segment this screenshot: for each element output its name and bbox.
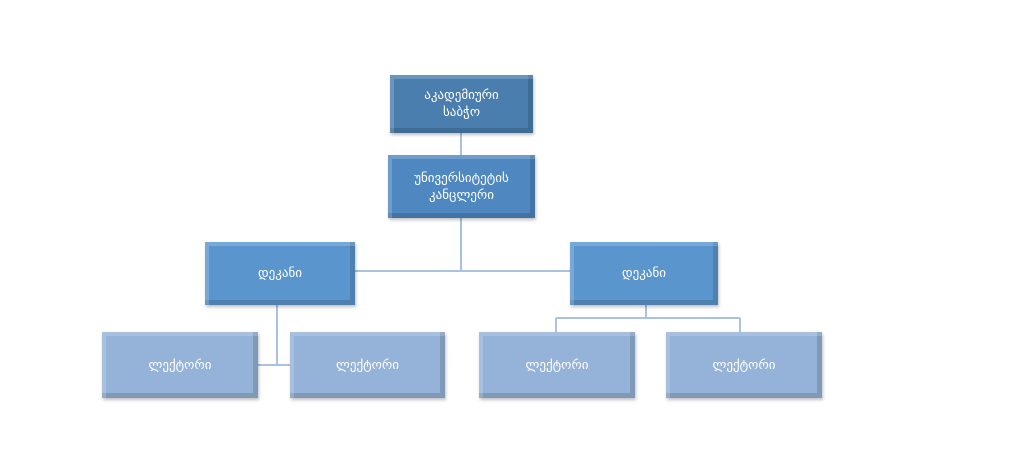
node-label: ლექტორი [525, 357, 589, 373]
node-label: უნივერსიტეტის [414, 170, 509, 186]
node-lecturer-1: ლექტორი [102, 332, 258, 398]
node-label: ლექტორი [148, 357, 212, 373]
node-label: დეკანი [258, 266, 302, 281]
node-lecturer-2: ლექტორი [290, 332, 445, 398]
node-lecturer-4: ლექტორი [666, 332, 822, 398]
node-label: აკადემიური [424, 88, 499, 103]
node-dean-left: დეკანი [205, 242, 355, 305]
node-lecturer-3: ლექტორი [479, 332, 635, 398]
node-label: საბჭო [442, 105, 481, 120]
node-label: დეკანი [622, 266, 666, 281]
node-dean-right: დეკანი [570, 242, 718, 305]
node-label: ლექტორი [712, 357, 776, 373]
node-label: კანცლერი [429, 187, 494, 203]
node-academic-council: აკადემიური საბჭო [390, 75, 533, 133]
node-label: ლექტორი [336, 357, 399, 373]
